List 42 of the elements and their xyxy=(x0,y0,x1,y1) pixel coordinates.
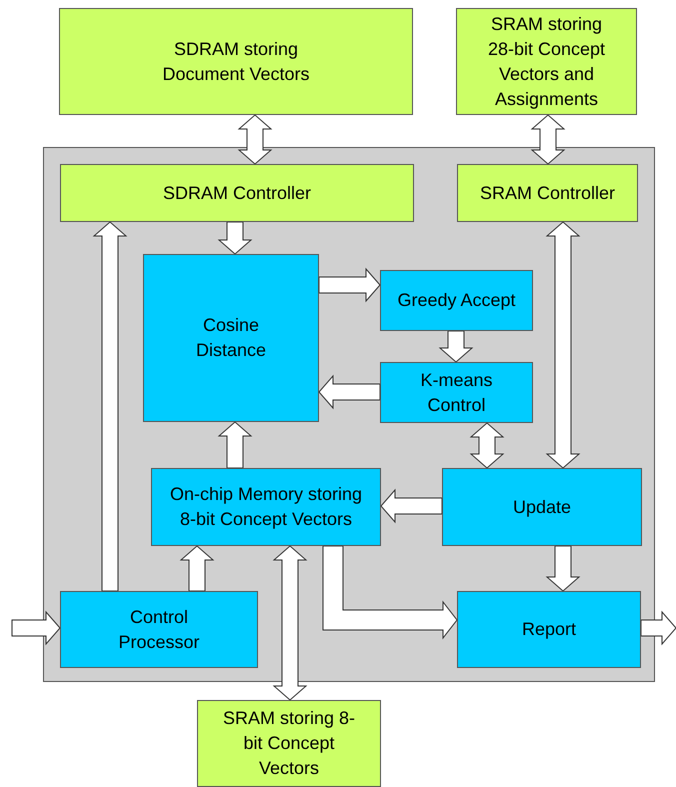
block-arrow xyxy=(218,222,252,255)
process-box xyxy=(380,362,533,423)
process-box xyxy=(380,270,533,331)
chip-container xyxy=(43,147,655,682)
box-label: Report xyxy=(522,618,576,641)
block-arrow xyxy=(546,221,580,469)
box-label: SRAM storing 8-bit Concept Vectors xyxy=(222,707,356,780)
block-arrow xyxy=(470,422,504,469)
box-label: Control Processor xyxy=(117,606,201,654)
box-label: Cosine Distance xyxy=(194,314,268,362)
memory-box xyxy=(456,8,637,115)
block-arrow xyxy=(318,374,380,410)
block-arrow xyxy=(530,114,566,165)
block-arrow xyxy=(12,610,61,646)
block-arrow xyxy=(322,546,458,640)
box-label: SDRAM storing Document Vectors xyxy=(161,38,311,86)
box-label: SRAM storing 28-bit Concept Vectors and Assignments xyxy=(486,12,606,111)
block-arrow xyxy=(380,488,442,524)
box-label: On-chip Memory storing 8-bit Concept Vectors xyxy=(168,483,364,531)
block-arrow xyxy=(218,421,252,468)
block-arrow xyxy=(318,268,381,302)
memory-box xyxy=(59,8,413,115)
box-label: Greedy Accept xyxy=(397,289,516,312)
block-arrow xyxy=(272,545,308,701)
process-box xyxy=(457,164,638,222)
block-arrow xyxy=(438,330,474,363)
process-box xyxy=(143,254,319,422)
box-label: SRAM Controller xyxy=(480,182,616,204)
box-label: SDRAM Controller xyxy=(162,182,312,204)
process-box xyxy=(151,468,381,546)
memory-box xyxy=(197,700,381,787)
block-arrow xyxy=(92,221,128,592)
box-label: K-means Control xyxy=(419,368,494,416)
process-box xyxy=(60,164,414,222)
block-arrow xyxy=(640,610,676,646)
block-arrow xyxy=(180,545,214,592)
process-box xyxy=(442,468,642,546)
block-arrow xyxy=(238,114,272,165)
box-label: Update xyxy=(512,496,572,519)
process-box xyxy=(60,591,258,668)
block-arrow xyxy=(546,546,580,592)
process-box xyxy=(457,591,641,668)
